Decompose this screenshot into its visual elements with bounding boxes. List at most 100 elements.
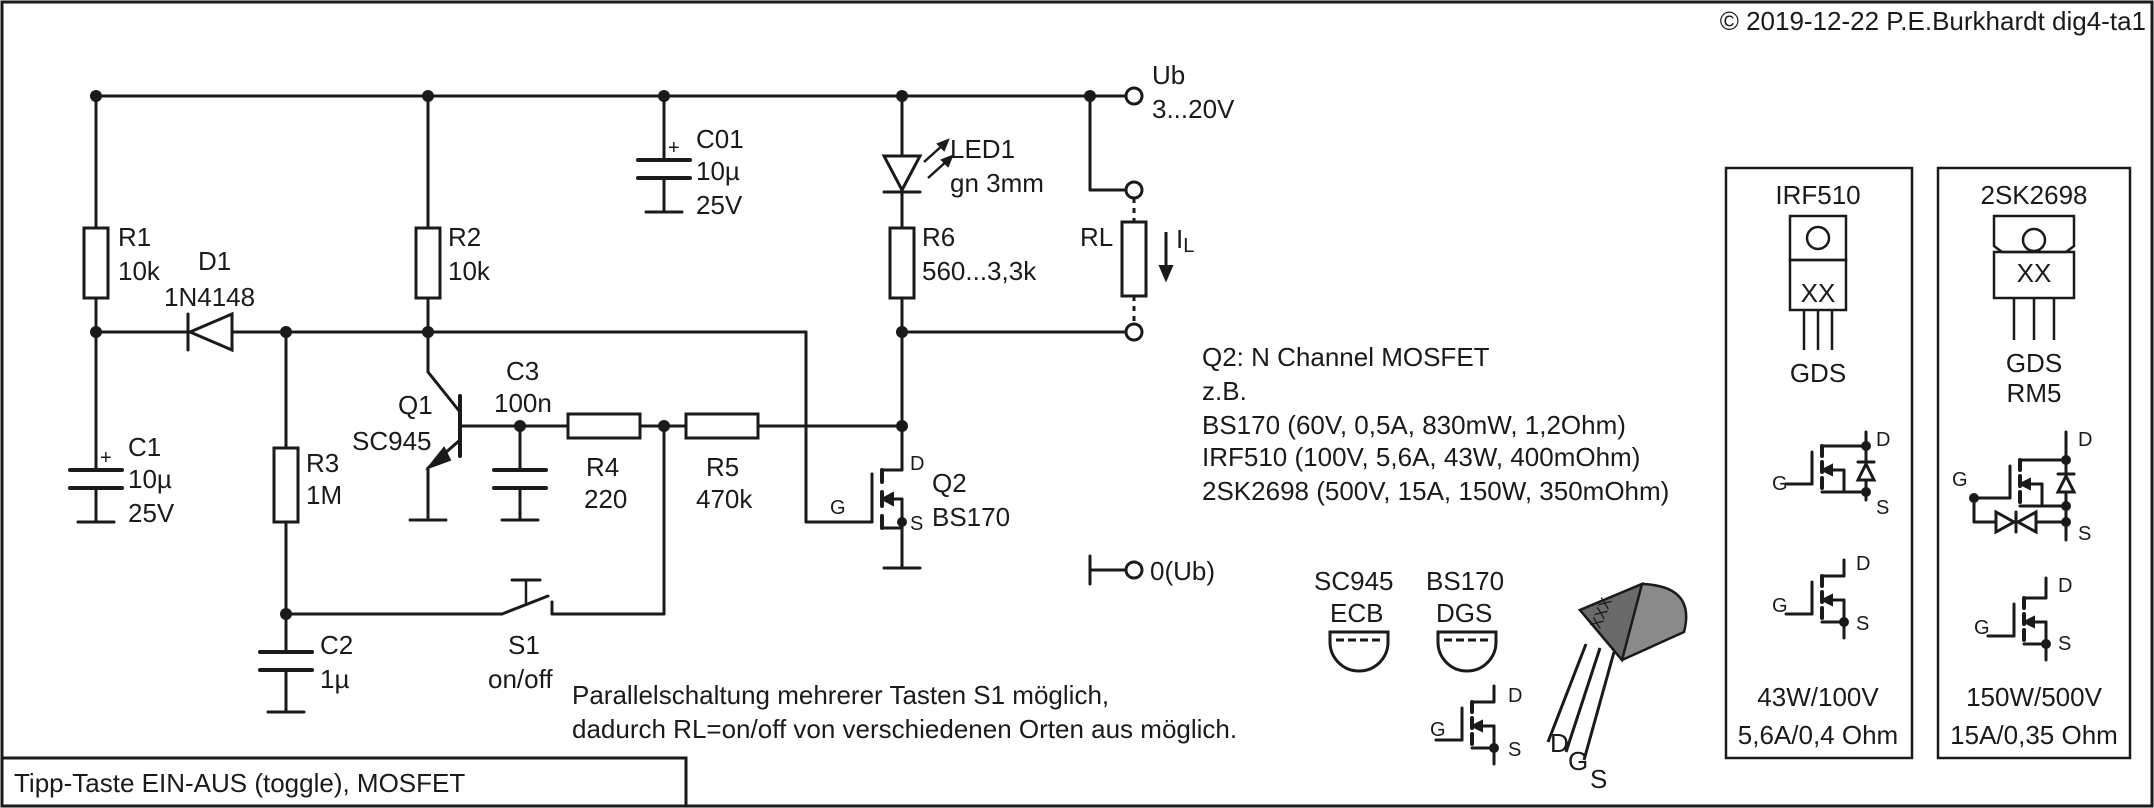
copyright-text: © 2019-12-22 P.E.Burkhardt dig4-ta1	[1720, 6, 2146, 36]
mosfet-small-symbol	[1434, 684, 1499, 766]
c3-value: 100n	[494, 388, 552, 418]
sym-pin-d: D	[2058, 575, 2072, 597]
rl-current-label: IL	[1176, 224, 1194, 257]
sk2698-package: RM5	[2007, 378, 2062, 408]
ms-source-dot	[1489, 743, 1499, 753]
sk2698-hole	[2021, 227, 2047, 253]
sym-dot	[2061, 517, 2071, 527]
note-line: 2SK2698 (500V, 15A, 150W, 350mOhm)	[1202, 476, 1669, 506]
note-line: dadurch RL=on/off von verschiedenen Orte…	[572, 714, 1237, 744]
q1-value: SC945	[352, 426, 432, 456]
r3-ref: R3	[306, 448, 339, 478]
q2-ref: Q2	[932, 468, 967, 498]
irf510-marking: XX	[1801, 278, 1836, 308]
zener-diode-1	[1994, 509, 2018, 535]
sym-pin-s: S	[1856, 613, 1869, 635]
sk2698-panel	[1936, 166, 2132, 760]
c2-ref: C2	[320, 630, 353, 660]
led1-ray2-head	[940, 154, 954, 168]
junction	[658, 90, 670, 102]
q2-source-dot	[897, 517, 907, 527]
irf510-name: IRF510	[1775, 180, 1860, 210]
c2-value: 1µ	[320, 664, 349, 694]
c1-value: 10µ	[128, 464, 172, 494]
irf510-panel	[1724, 166, 1914, 760]
irf510-symbol-simple	[1784, 558, 1849, 640]
c1-plus: +	[100, 447, 112, 469]
sym-pin-s: S	[1876, 497, 1889, 519]
r4-ref: R4	[586, 452, 619, 482]
wires	[94, 94, 1136, 714]
sym-arrow	[2021, 615, 2035, 629]
sym-pin-g: G	[1952, 469, 1968, 491]
r6-ref: R6	[922, 222, 955, 252]
junction	[90, 326, 102, 338]
d1-diode	[186, 311, 234, 353]
gnd-terminal	[1124, 560, 1144, 580]
q1-collector	[426, 370, 462, 414]
sym-dot	[2061, 501, 2071, 511]
sym-pin-d: D	[1876, 429, 1890, 451]
c3-ref: C3	[506, 356, 539, 386]
d1-triangle	[186, 311, 234, 353]
led1-ray1-head	[936, 138, 950, 152]
sc945-package-outline	[1328, 630, 1390, 673]
junction	[422, 326, 434, 338]
to92-lead	[1582, 651, 1616, 761]
q2-info-notes: Q2: N Channel MOSFET z.B. BS170 (60V, 0,…	[1202, 342, 1669, 506]
junction	[422, 90, 434, 102]
rl-terminal-bottom	[1124, 322, 1144, 342]
junction	[896, 420, 908, 432]
s1-value: on/off	[488, 664, 553, 694]
sym-dot	[1839, 617, 1849, 627]
d1-value: 1N4148	[164, 282, 255, 312]
d1-ref: D1	[198, 246, 231, 276]
sym-pin-g: G	[1772, 595, 1788, 617]
q2-pin-g: G	[830, 497, 846, 519]
sc945-pkg-pins: ECB	[1330, 598, 1383, 628]
r5-resistor	[684, 412, 760, 440]
note-line: z.B.	[1202, 376, 1247, 406]
junction	[514, 420, 526, 432]
junction	[280, 608, 292, 620]
to92-pin-d: D	[1550, 728, 1569, 758]
r6-value: 560...3,3k	[922, 256, 1037, 286]
to92-lead	[1564, 647, 1602, 753]
irf510-hole	[1805, 225, 1831, 251]
s1-ref: S1	[508, 630, 540, 660]
junction	[1084, 90, 1096, 102]
q2-arrow	[879, 491, 894, 507]
q2-value: BS170	[932, 502, 1010, 532]
q2-pin-s: S	[910, 513, 923, 535]
note-line: BS170 (60V, 0,5A, 830mW, 1,2Ohm)	[1202, 410, 1626, 440]
led1-triangle	[881, 154, 923, 194]
q1-ref: Q1	[398, 390, 433, 420]
sk2698-pins: GDS	[2006, 348, 2062, 378]
sym-pin-g: G	[1974, 617, 1990, 639]
led1-diode	[881, 138, 954, 194]
sk2698-symbol-simple	[1986, 576, 2051, 662]
sym-arrow	[2017, 477, 2031, 491]
r4-resistor	[566, 412, 642, 440]
irf510-rating2: 5,6A/0,4 Ohm	[1738, 720, 1898, 750]
led1-ref: LED1	[950, 134, 1015, 164]
note-line: Parallelschaltung mehrerer Tasten S1 mög…	[572, 680, 1109, 710]
sym-pin-d: D	[1856, 553, 1870, 575]
irf510-tab	[1788, 214, 1848, 262]
sym-body-diode	[1855, 460, 1877, 482]
r2-ref: R2	[448, 222, 481, 252]
irf510-symbol-diode	[1784, 430, 1877, 502]
rl-terminal-top	[1124, 180, 1144, 200]
sk2698-symbol-diode	[1969, 430, 2077, 542]
to92-pin-s: S	[1590, 764, 1607, 794]
sym-pin-g: G	[1772, 473, 1788, 495]
to92-package-drawing: XXX	[1546, 581, 1688, 761]
c01-voltage: 25V	[696, 190, 743, 220]
sk2698-marking: XX	[2017, 258, 2052, 288]
zener-diode-2	[2014, 509, 2038, 535]
q2-mosfet	[870, 468, 907, 530]
s1-switch	[500, 578, 554, 616]
sym-dot	[2061, 455, 2071, 465]
